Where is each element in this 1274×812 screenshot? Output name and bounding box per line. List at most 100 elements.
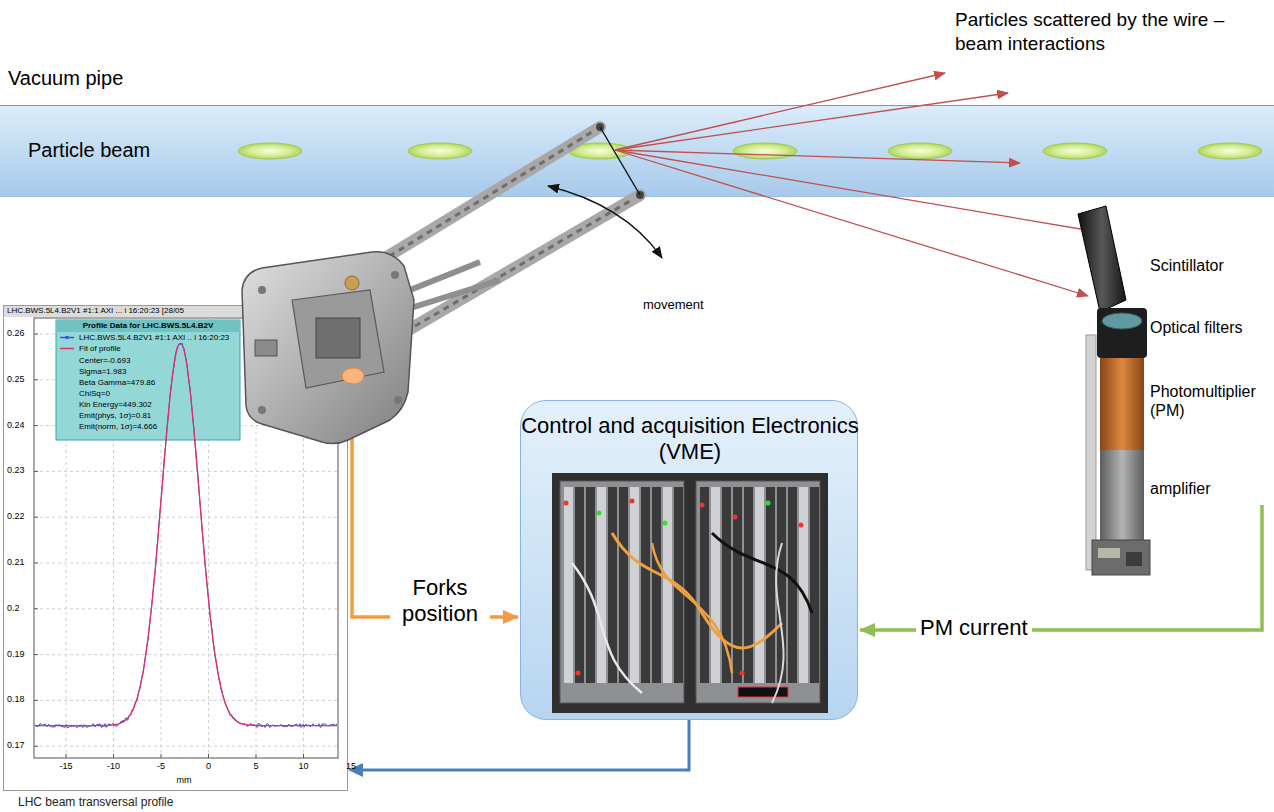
legend-sample: [65, 336, 69, 340]
tick: [34, 563, 38, 564]
part-name: amplifier: [1150, 479, 1210, 498]
legend-entry: LHC.BWS.5L4.B2V1 #1:1 AXI .. i 16:20:23: [77, 333, 231, 343]
flange: [345, 276, 359, 290]
scattered-particles: [615, 93, 1008, 150]
tick: [34, 425, 38, 426]
module: [608, 487, 617, 683]
particle-bunches: [238, 143, 302, 159]
title-bar: [4, 306, 347, 317]
grid-line: [34, 517, 338, 518]
axis-unit: mm: [164, 775, 204, 786]
particle-bunches: [733, 143, 797, 159]
pipe-band: Vacuum pipeParticle beam: [0, 62, 1274, 197]
fit-value: Center=-0.693: [77, 356, 132, 366]
particle-bunches: [1198, 143, 1262, 159]
detector: [1078, 206, 1150, 575]
module: [711, 487, 720, 683]
detector: [1097, 308, 1147, 358]
axis-tick: -15: [51, 761, 81, 772]
axis-tick: 0.24: [7, 420, 25, 431]
fit-value: Sigma=1.983: [77, 367, 128, 377]
tick: [113, 754, 114, 758]
grid-line: [34, 608, 338, 609]
cable: [572, 563, 642, 693]
vacuum-pipe: [0, 105, 1274, 197]
led: [597, 511, 602, 516]
crate: [560, 481, 684, 703]
detector: [1078, 206, 1126, 312]
axis-tick: 0.2: [7, 603, 20, 614]
current-signal: [860, 505, 1262, 630]
crate: [696, 481, 820, 703]
led: [576, 671, 581, 676]
connector-line: [361, 720, 689, 770]
part-name: Scintillator: [1150, 256, 1224, 275]
axis-tick: 0.21: [7, 557, 25, 568]
module: [700, 487, 709, 683]
vacuum-pipe: [0, 105, 1274, 197]
module: [755, 487, 764, 683]
axis-tick: -5: [146, 761, 176, 772]
data-curve: [35, 343, 337, 728]
grid-line: [34, 471, 338, 472]
particle-bunches: [888, 143, 952, 159]
module: [777, 487, 786, 683]
cable: [652, 543, 732, 673]
fit-value: Emit(norm, 1σ)=4.666: [77, 422, 159, 432]
led: [663, 521, 668, 526]
module: [619, 487, 628, 683]
detector: [1092, 540, 1150, 575]
tick: [303, 754, 304, 758]
led: [630, 499, 635, 504]
module: [810, 487, 819, 683]
flange: [255, 340, 277, 356]
motion-label: movement: [643, 297, 704, 313]
grid-line: [34, 746, 338, 747]
fit-curve: [35, 343, 337, 725]
fork-arms: [636, 191, 644, 199]
profile-window: LHC beam transversal profileLHC.BWS.5L4.…: [3, 305, 348, 791]
fork-arms: [398, 280, 500, 312]
fork-arms: [372, 127, 600, 266]
axis-tick: 0.23: [7, 465, 25, 476]
legend-title: Profile Data for LHC.BWS.5L4.B2V: [56, 321, 240, 331]
flange: [391, 271, 399, 279]
tick: [66, 754, 67, 758]
detector: [1100, 450, 1144, 545]
part-name: Photomultiplier (PM): [1150, 382, 1268, 420]
cable: [712, 533, 812, 613]
flange: [394, 396, 402, 404]
tick: [34, 471, 38, 472]
fork-arms: [372, 123, 644, 332]
fork-arms: [405, 195, 640, 332]
fork-arms: [596, 123, 604, 131]
module: [722, 487, 731, 683]
fit-value: Emit(phys, 1σ)=0.81: [77, 411, 153, 421]
axis-tick: 0.18: [7, 694, 25, 705]
axis-tick: 0.25: [7, 374, 25, 385]
tick: [34, 334, 38, 335]
rack-photo: [552, 473, 828, 713]
tick: [34, 379, 38, 380]
tick: [161, 754, 162, 758]
rack: [552, 473, 828, 713]
led: [733, 515, 738, 520]
electronics-box: Control and acquisition Electronics (VME…: [520, 400, 858, 720]
module: [766, 487, 775, 683]
scattered-particles: [615, 73, 945, 150]
grid-line: [256, 318, 257, 758]
scattered-particles: [615, 150, 1088, 296]
particle-bunches: [238, 143, 1262, 159]
cable: [772, 543, 784, 703]
tick: [34, 517, 38, 518]
module: [641, 487, 650, 683]
axis-tick: 0: [194, 761, 224, 772]
particle-bunches: [408, 143, 472, 159]
tick: [256, 754, 257, 758]
led: [700, 503, 705, 508]
part-name: Optical filters: [1150, 318, 1242, 337]
flange: [242, 252, 414, 444]
legend-header: [56, 320, 240, 332]
tick: [34, 608, 38, 609]
